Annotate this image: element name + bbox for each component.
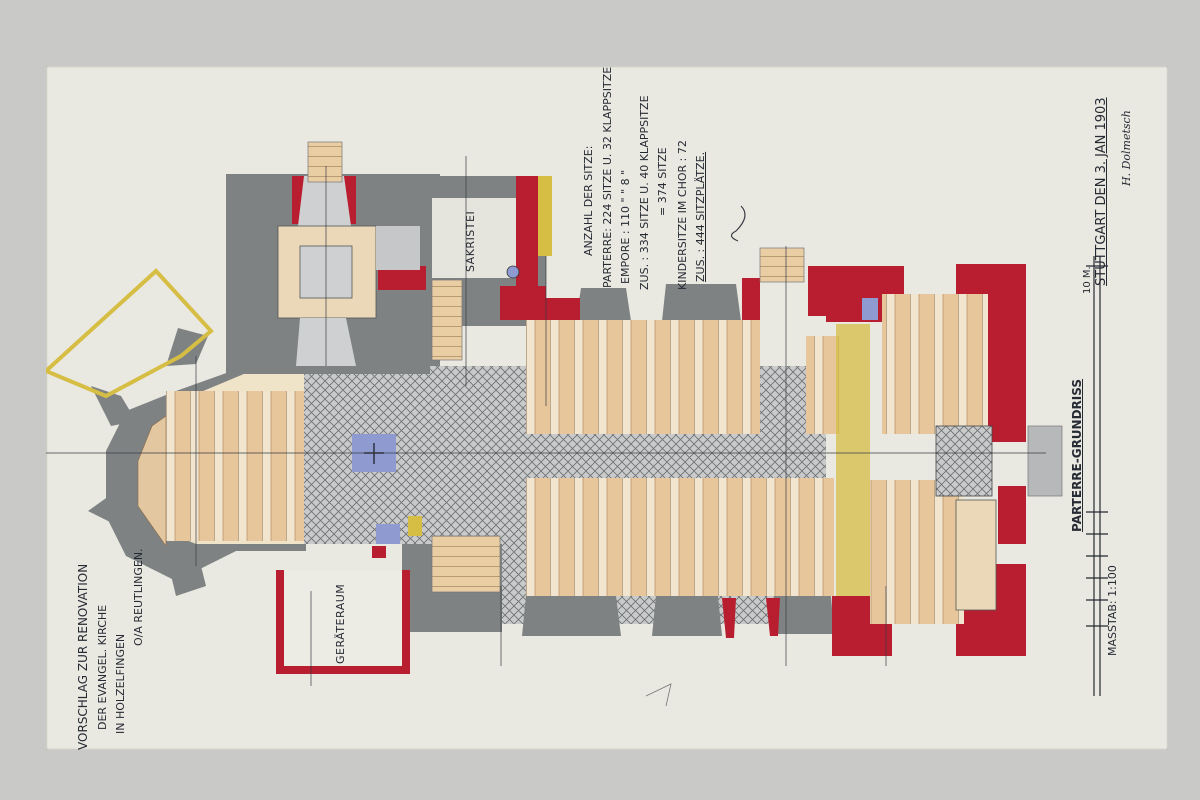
pencil-mark: [645, 683, 672, 707]
seats-row-6: ZUS. : 444 SITZPLÄTZE.: [694, 151, 707, 282]
tower-entrance: [298, 176, 351, 226]
west-portal-steps: [1027, 425, 1063, 497]
nave-pier: [774, 596, 834, 634]
sacristy-red: [516, 176, 538, 318]
equipment-room: [276, 570, 410, 674]
yellow-annex-outline: [46, 268, 214, 399]
sacristy-yellow: [538, 176, 552, 256]
north-porch: [759, 247, 805, 283]
apse-buttress: [88, 491, 138, 526]
nave-wall-north: [742, 278, 760, 320]
nave-wall-south: [766, 598, 780, 636]
drawing-sheet: VORSCHLAG ZUR RENOVATION DER EVANGEL. KI…: [46, 66, 1168, 750]
west-pews: [870, 480, 964, 624]
sacristy: [426, 176, 552, 361]
seats-row-2: EMPORE : 110 " " 8 ": [619, 169, 632, 284]
nave: [402, 247, 870, 638]
baptismal-box: [376, 524, 400, 544]
choir-pews: [166, 391, 306, 541]
room-label-sakristei: SAKRISTEI: [464, 210, 477, 272]
title-line-2: DER EVANGEL. KIRCHE: [96, 604, 109, 730]
tower: [226, 141, 440, 374]
sacristy-room: [432, 198, 516, 278]
nave-pier: [522, 596, 621, 636]
scale-label: MASSTAB: 1:100: [1106, 565, 1119, 656]
tower-steps: [307, 141, 343, 183]
title-line-3: IN HOLZELFINGEN: [114, 633, 127, 734]
nave-pier: [576, 288, 631, 321]
title-line-1: VORSCHLAG ZUR RENOVATION: [76, 563, 90, 750]
west-spiral-stair: [955, 499, 997, 611]
pews-north-east: [806, 336, 840, 434]
equipment-room-floor: [284, 570, 402, 666]
red-marker: [372, 546, 386, 558]
west-end: [826, 264, 1063, 656]
nave-pier: [662, 284, 741, 321]
west-vestibule: [935, 425, 993, 497]
seats-heading: ANZAHL DER SITZE:: [582, 145, 595, 256]
west-wall-red: [998, 486, 1026, 544]
ink-scribble: [730, 205, 746, 242]
blue-marker: [862, 298, 878, 320]
signature: H. Dolmetsch: [1120, 110, 1133, 186]
seats-row-1: PARTERRE: 224 SITZE U. 32 KLAPPSITZE: [601, 66, 614, 288]
sacristy-stair: [431, 279, 463, 361]
pews-south: [526, 478, 834, 596]
aisle-yellow: [836, 324, 870, 596]
nave-wall-north: [546, 298, 580, 322]
seats-row-3: ZUS. : 334 SITZE U. 40 KLAPPSITZE: [638, 95, 651, 290]
nave-wall-south: [722, 598, 736, 638]
crossing: [304, 366, 430, 558]
sacristy-stove: [506, 265, 520, 279]
pews-north: [526, 320, 760, 434]
yellow-marker: [408, 516, 422, 536]
seats-row-5: KINDERSITZE IM CHOR : 72: [676, 140, 689, 290]
room-label-geraeteraum: GERÄTERAUM: [334, 583, 347, 664]
plan-title: PARTERRE-GRUNDRISS: [1070, 378, 1084, 532]
scale-bar: [1086, 256, 1108, 696]
south-stair: [431, 535, 501, 593]
place-date: STUTTGART DEN 3. JAN 1903: [1094, 97, 1109, 286]
floor-plan: [46, 141, 1108, 707]
scale-end-mark: 10 M.: [1082, 266, 1093, 294]
seats-row-4: = 374 SITZE: [656, 147, 669, 216]
west-pews: [882, 294, 988, 434]
construction-lines: [46, 156, 1046, 686]
title-line-4: O/A REUTLINGEN.: [132, 548, 145, 646]
nave-pier: [652, 596, 722, 636]
apse-buttress: [164, 546, 206, 596]
west-wall-red: [986, 356, 1026, 442]
